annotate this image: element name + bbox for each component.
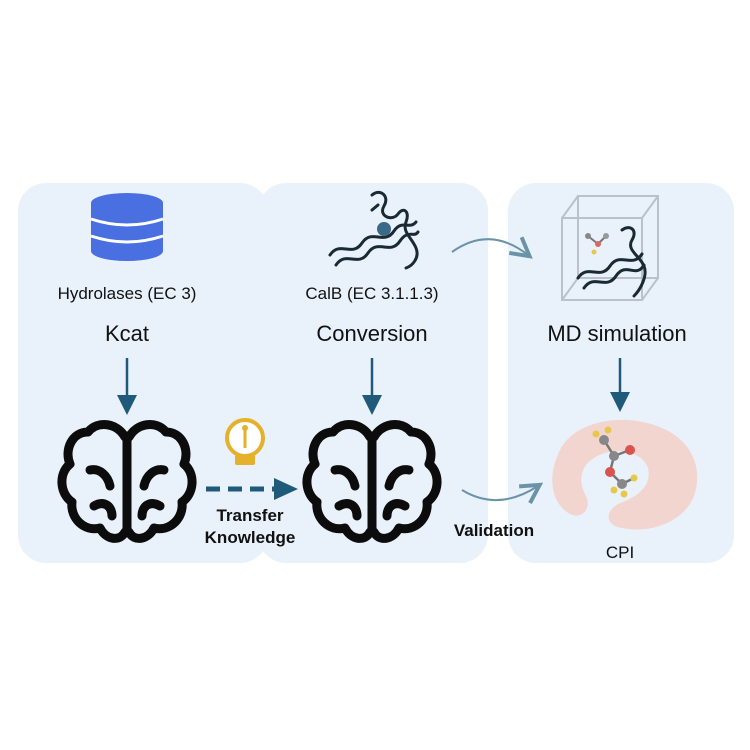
label-md-simulation: MD simulation (547, 321, 687, 346)
lightbulb-icon (225, 418, 265, 465)
brain-icon-middle (302, 420, 442, 543)
protein-ligand-complex-icon (552, 419, 698, 530)
transfer-arrow (206, 478, 298, 500)
label-transfer: Transfer (216, 506, 284, 525)
label-conversion: Conversion (316, 321, 428, 346)
label-validation: Validation (453, 521, 535, 540)
label-hydrolases: Hydrolases (EC 3) (57, 284, 197, 303)
label-cpi: CPI (605, 543, 635, 562)
database-icon (90, 193, 164, 261)
brain-icon-left (57, 420, 197, 543)
curve-arrow-to-cpi (461, 486, 538, 500)
curve-arrow-to-md (451, 239, 528, 255)
label-transfer-knowledge: Transfer Knowledge (195, 505, 305, 549)
label-kcat: Kcat (104, 321, 150, 346)
label-knowledge: Knowledge (204, 528, 296, 547)
md-simulation-box-icon (561, 195, 659, 301)
protein-helix-icon (328, 190, 420, 270)
label-calb: CalB (EC 3.1.1.3) (305, 284, 439, 303)
